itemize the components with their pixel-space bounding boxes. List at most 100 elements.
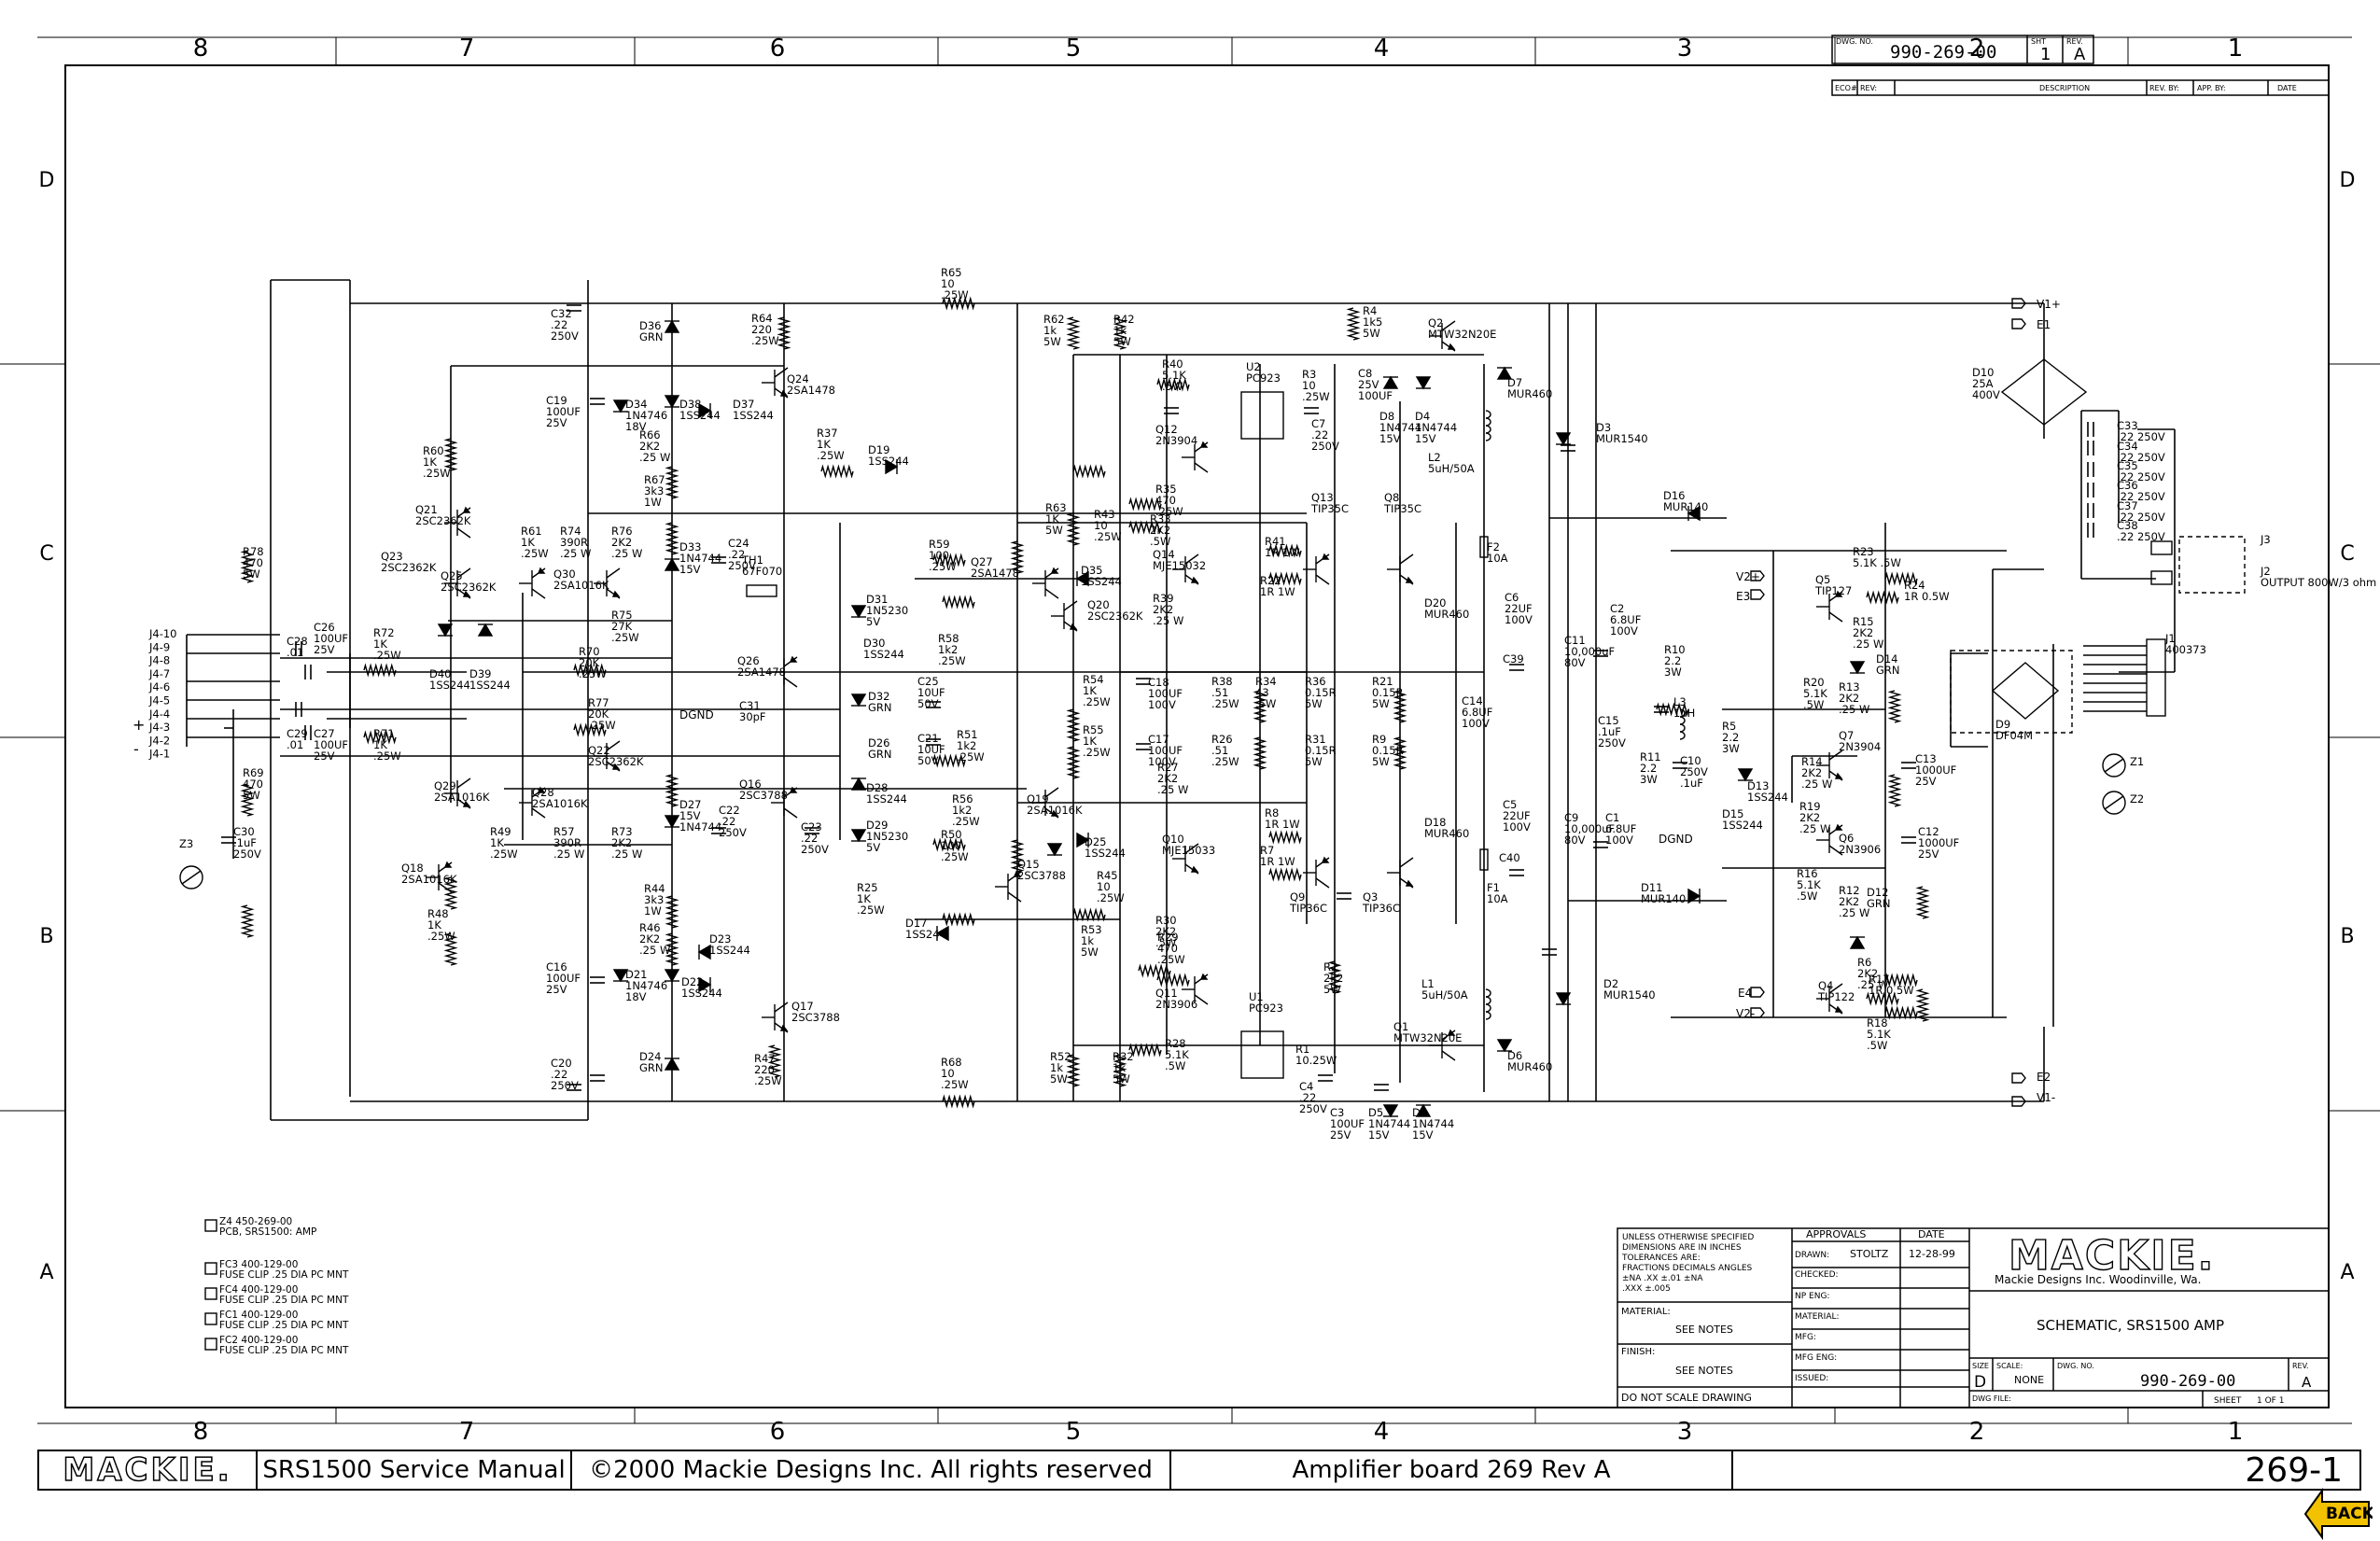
frame-col-bottom-8: 8 bbox=[193, 1418, 209, 1446]
dwg-file-label: DWG FILE: bbox=[1972, 1394, 2011, 1403]
sht-label: SHT bbox=[2031, 37, 2046, 46]
revision-header bbox=[1831, 35, 2330, 96]
rev-value: A bbox=[2074, 45, 2086, 64]
net-dgnd-1: DGND bbox=[679, 708, 714, 721]
frame-row-right-D: D bbox=[2340, 169, 2356, 192]
misc-symbols bbox=[179, 298, 2246, 1351]
pin-j47: J4-7 bbox=[148, 667, 170, 680]
rev-header-3: REV. BY: bbox=[2149, 84, 2179, 92]
footer-logo-cell: MACKIE. bbox=[39, 1450, 258, 1490]
label-r26: R26.51.25W bbox=[1211, 733, 1239, 768]
rev-header-2: DESCRIPTION bbox=[2039, 84, 2090, 92]
sheet-value: 1 OF 1 bbox=[2257, 1396, 2284, 1406]
size-label: SIZE bbox=[1972, 1362, 1989, 1370]
label-c39: C39 bbox=[1503, 652, 1524, 665]
rev-label: REV. bbox=[2066, 37, 2083, 46]
footer-copyright: ©2000 Mackie Designs Inc. All rights res… bbox=[572, 1451, 1171, 1489]
pin-j42: J4-2 bbox=[148, 734, 170, 747]
frame-row-right-B: B bbox=[2340, 925, 2354, 948]
input-plus: + bbox=[133, 716, 145, 734]
transistor-symbols bbox=[426, 320, 1843, 1061]
bom-fc4-part: FC4 400-129-00 bbox=[219, 1284, 298, 1296]
back-button[interactable]: BACK bbox=[2303, 1487, 2373, 1541]
bom-fc2-desc: FUSE CLIP .25 DIA PC MNT bbox=[219, 1345, 349, 1356]
input-minus: - bbox=[133, 740, 139, 758]
frame-col-top-6: 6 bbox=[770, 35, 786, 63]
dwg-no-bottom: 990-269-00 bbox=[2140, 1372, 2235, 1391]
bom-z4-part: Z4 450-269-00 bbox=[219, 1216, 292, 1227]
frame-zone-ticks bbox=[0, 37, 2380, 1423]
footer-board: Amplifier board 269 Rev A bbox=[1171, 1451, 1733, 1489]
net-e2: E2 bbox=[2037, 1071, 2051, 1084]
pin-j49: J4-9 bbox=[148, 640, 170, 653]
frame-col-top-1: 1 bbox=[2228, 35, 2244, 63]
schematic-wiring bbox=[186, 279, 2176, 1121]
approval-label-0: DRAWN: bbox=[1795, 1251, 1829, 1260]
pin-j410: J4-10 bbox=[148, 627, 177, 640]
revision-header-text: DWG. NO. 990-269-00 SHT 1 REV. A ECO#REV… bbox=[1835, 37, 2297, 92]
scale-value: NONE bbox=[2014, 1374, 2044, 1386]
resistor-symbols bbox=[240, 296, 1930, 1109]
approval-label-4: MFG: bbox=[1795, 1333, 1816, 1342]
pin-j44: J4-4 bbox=[148, 707, 170, 721]
date-label: DATE bbox=[1918, 1228, 1945, 1240]
tolerance-line-4: ±NA .XX ±.01 ±NA bbox=[1622, 1274, 1703, 1283]
tolerance-line-5: .XXX ±.005 bbox=[1622, 1284, 1671, 1294]
drawing-frame bbox=[37, 36, 2352, 1424]
dwg-no-label: DWG. NO. bbox=[1836, 37, 1873, 46]
sht-value: 1 bbox=[2040, 45, 2051, 64]
sheet-label: SHEET bbox=[2214, 1396, 2242, 1406]
pin-j48: J4-8 bbox=[148, 654, 170, 667]
bom-z4-desc: PCB, SRS1500: AMP bbox=[219, 1226, 316, 1238]
net-e4: E4 bbox=[1738, 987, 1752, 1000]
pin-j43: J4-3 bbox=[148, 721, 170, 734]
title-block bbox=[1617, 1227, 2330, 1408]
